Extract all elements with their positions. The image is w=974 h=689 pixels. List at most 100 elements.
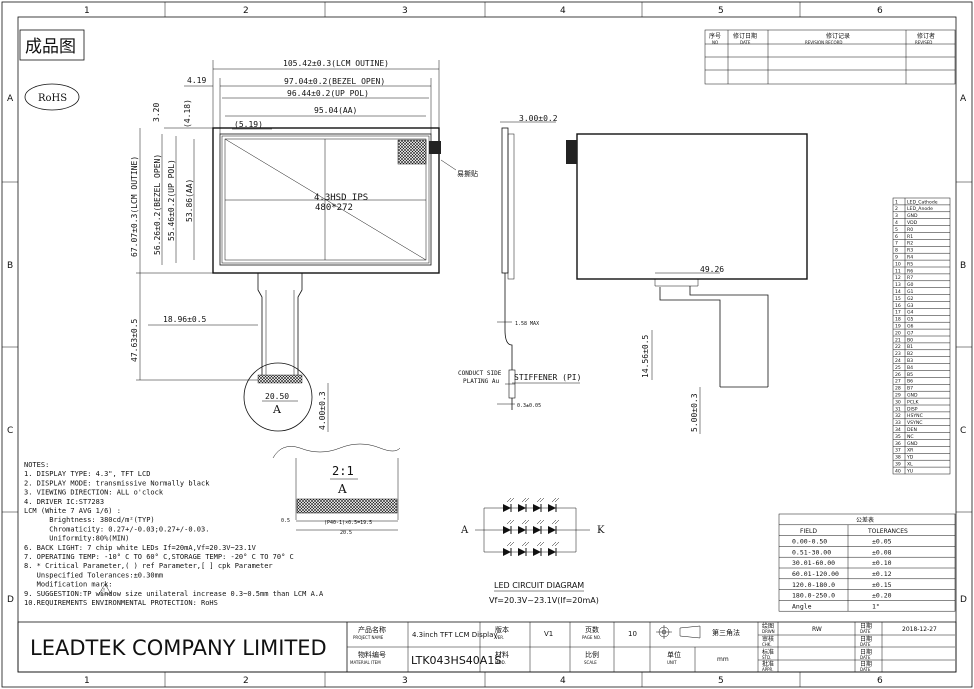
- pin-number: 7: [895, 241, 898, 247]
- rev-header-seq: 序号: [709, 32, 721, 40]
- pin-number: 36: [895, 441, 901, 447]
- pin-number: 22: [895, 344, 901, 350]
- note-line: Modification mark:: [24, 581, 113, 589]
- pin-number: 29: [895, 393, 901, 399]
- rev-header-record-en: REVISION RECORD: [805, 40, 842, 45]
- note-line: LCM (White 7 AVG 1/6) :: [24, 507, 121, 515]
- pin-signal: B0: [907, 337, 913, 343]
- dim-18-96: 18.96±0.5: [163, 315, 207, 324]
- rev-header-date-en: DATE: [740, 40, 751, 45]
- note-line: Unspecified Tolerances:±0.30mm: [24, 571, 163, 579]
- tolerance-field: Angle: [792, 602, 812, 610]
- rohs-badge: [24, 83, 80, 111]
- scale-label: 比例: [585, 650, 599, 659]
- pin-signal: G0: [907, 282, 914, 288]
- back-view: 49.26 14.56±0.5 5.00±0.3: [566, 133, 808, 434]
- col-label: 2: [243, 676, 249, 686]
- tape-label: 易撕贴: [457, 169, 478, 178]
- pin-signal: R6: [907, 268, 913, 274]
- note-line: Brightness: 380cd/m²(TYP): [24, 516, 155, 524]
- date-sub: DATE: [860, 629, 871, 634]
- dim-lcm-height: 67.07±0.3(LCM OUTINE): [130, 156, 139, 257]
- col-label: 5: [718, 676, 724, 686]
- detail-pins: [296, 498, 398, 514]
- pin-signal: XR: [907, 448, 914, 454]
- pages-sub: PAGE NO.: [582, 635, 601, 640]
- pin-signal: R1: [907, 234, 913, 240]
- pin-number: 25: [895, 365, 901, 371]
- projection-label: 第三角法: [712, 628, 740, 637]
- pages-value: 10: [628, 630, 637, 638]
- pin-signal: B2: [907, 351, 913, 357]
- pin-signal: G3: [907, 303, 914, 309]
- ver-sub: VER.: [495, 635, 504, 640]
- company-name: LEADTEK COMPANY LIMITED: [30, 636, 327, 660]
- led-diode-icon: [518, 504, 526, 512]
- pin-signal: YD: [906, 455, 914, 461]
- led-diode-icon: [503, 548, 511, 556]
- led-diode-icon: [518, 526, 526, 534]
- row-label: D: [7, 595, 14, 605]
- dim-aa-width: 95.04(AA): [314, 106, 357, 115]
- conduct-side-label-1: CONDUCT SIDE: [458, 370, 502, 377]
- appr-sub: APPR.: [762, 667, 773, 672]
- pin-number: 24: [895, 358, 901, 364]
- date-label: 日期: [860, 622, 872, 630]
- dim-20-50: 20.50: [265, 392, 289, 401]
- pin-number: 21: [895, 337, 901, 343]
- detail-letter: A: [337, 482, 347, 496]
- dim-0-5: 0.5: [281, 518, 290, 524]
- pin-signal: G2: [907, 296, 914, 302]
- front-view: 易撕贴 4.3HSD IPS 480*272 105.42±0.3(LCM OU…: [130, 59, 478, 432]
- rev-header-seq-en: NO: [712, 40, 718, 45]
- detail-a-circle: [243, 362, 313, 432]
- pin-signal: B4: [907, 365, 913, 371]
- dim-5-19: (5.19): [234, 120, 263, 129]
- row-label: B: [7, 261, 13, 271]
- pin-number: 38: [895, 455, 901, 461]
- tolerance-field: 0.51-30.00: [792, 548, 831, 556]
- note-line: Uniformity:80%(MIN): [24, 535, 129, 543]
- pin-signal: XL: [907, 462, 913, 468]
- ver-value: V1: [544, 630, 553, 638]
- pin-number: 14: [895, 289, 901, 295]
- col-label: 4: [560, 6, 566, 16]
- pin-signal: VDD: [907, 220, 918, 226]
- row-label: D: [960, 595, 967, 605]
- product-name-sub: PROJECT NAME: [353, 635, 384, 640]
- note-line: 2. DISPLAY MODE: transmissive Normally b…: [24, 479, 210, 487]
- dim-1-58: 1.58 MAX: [515, 321, 539, 327]
- row-label: A: [7, 94, 14, 104]
- third-angle-projection-icon: [656, 625, 701, 639]
- tolerance-value: ±0.10: [872, 559, 892, 567]
- unit-label: 单位: [667, 650, 681, 659]
- dim-3-00: 3.00±0.2: [519, 114, 558, 123]
- pin-signal: DISP: [907, 406, 918, 412]
- std-sub: STD.: [762, 655, 771, 660]
- col-label: 4: [560, 676, 566, 686]
- modification-mark-icon: [98, 583, 112, 595]
- pin-number: 39: [895, 462, 901, 468]
- ver-label: 版本: [495, 625, 509, 634]
- tolerance-field: 180.0-250.0: [792, 592, 835, 600]
- col-label: 6: [877, 676, 883, 686]
- draw-label: 绘图: [762, 622, 774, 630]
- note-line: 7. OPERATING TEMP: -10° C TO 60° C,STORA…: [24, 553, 294, 561]
- pin-signal: R7: [907, 275, 913, 281]
- tolerance-title: 公差表: [856, 516, 874, 524]
- pin-signal: B1: [907, 344, 913, 350]
- led-diode-icon: [533, 526, 541, 534]
- conduct-side-label-2: PLATING Au: [463, 378, 500, 385]
- pin-signal: B7: [907, 386, 913, 392]
- pin-number: 2: [895, 206, 898, 212]
- check-label: 审核: [762, 635, 774, 643]
- dim-4-00: 4.00±0.3: [318, 391, 327, 430]
- pin-number: 11: [895, 268, 901, 274]
- row-label: C: [960, 426, 966, 436]
- dim-4-19: 4.19: [187, 76, 206, 85]
- pin-signal: LED_Cathode: [907, 199, 938, 205]
- material-sub: MATERIAL ITEM: [350, 660, 381, 665]
